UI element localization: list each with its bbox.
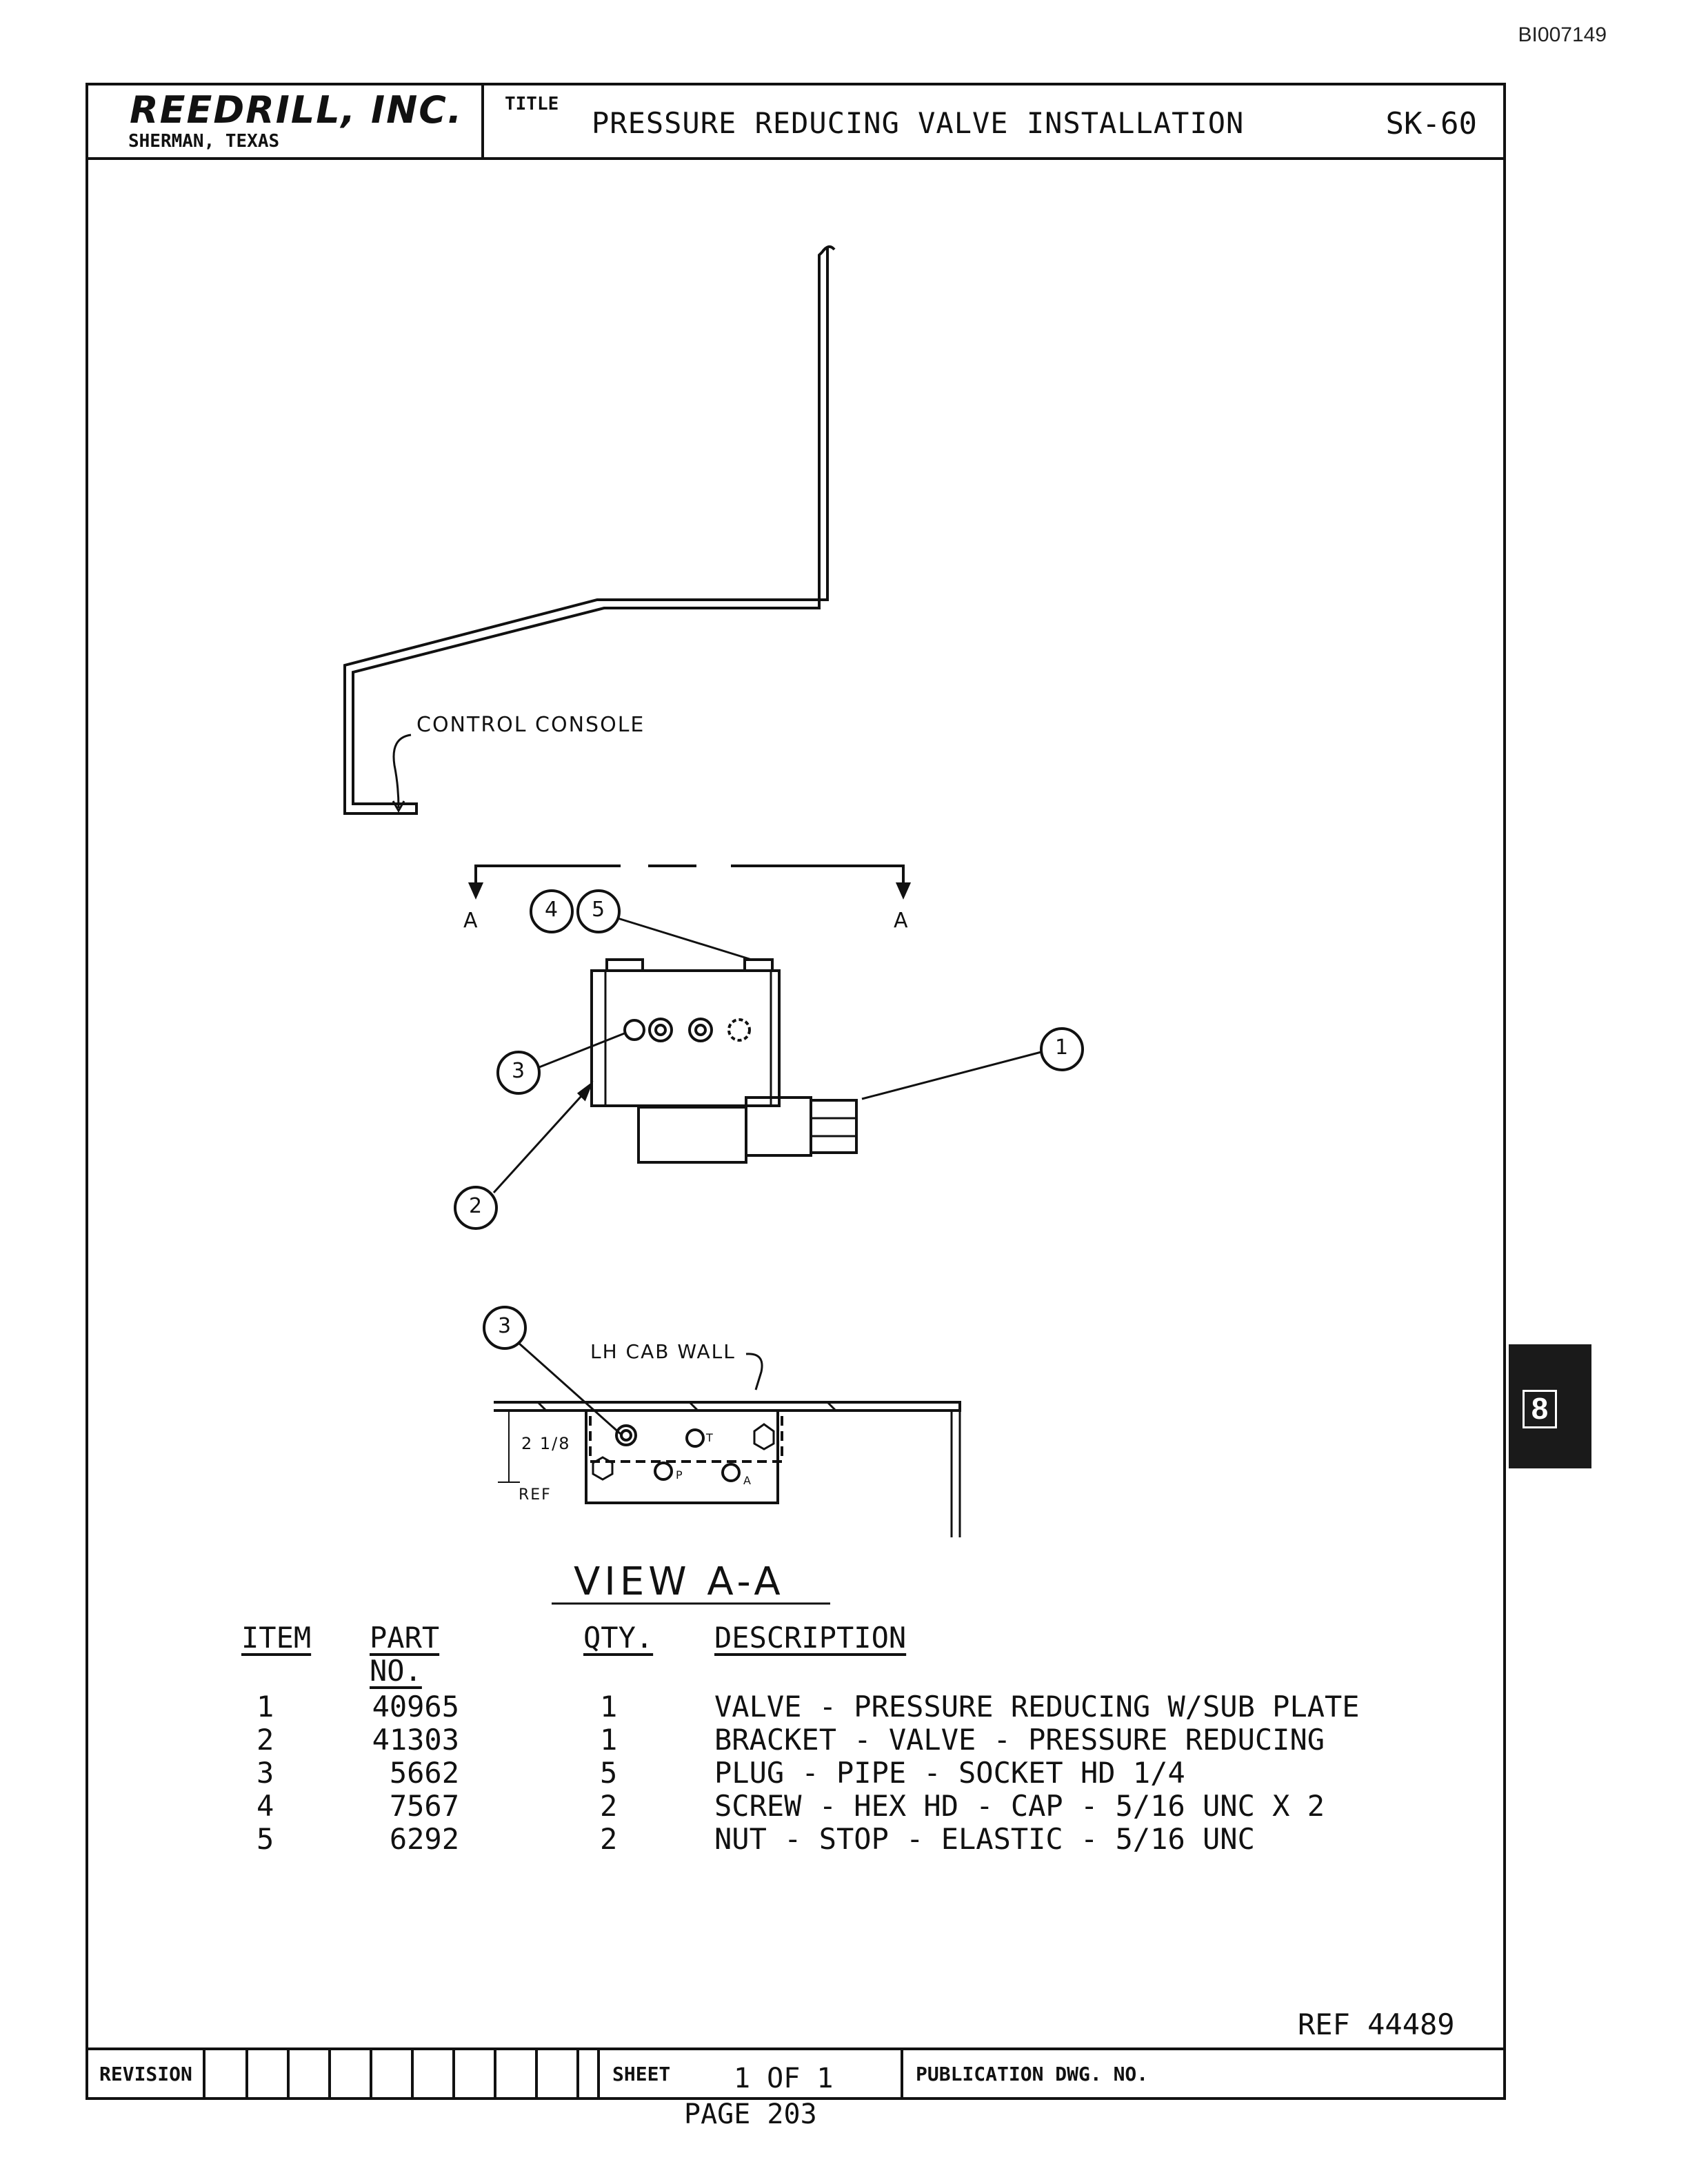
sheet-label: SHEET [612,2063,671,2085]
balloon-3-top: 3 [512,1059,527,1083]
cell-part-no: 5662 [389,1756,459,1790]
balloon-5: 5 [592,898,607,922]
balloon-5-circle [576,889,621,933]
cell-qty: 2 [600,1789,618,1823]
cell-description: PLUG - PIPE - SOCKET HD 1/4 [714,1756,1185,1790]
cell-part-no: 40965 [372,1690,459,1723]
cell-qty: 1 [600,1723,618,1757]
page-number: PAGE 203 [684,2099,817,2130]
cell-description: VALVE - PRESSURE REDUCING W/SUB PLATE [714,1690,1360,1723]
title-label: TITLE [505,94,559,114]
cell-item: 5 [257,1822,274,1856]
section-tab-number: 8 [1523,1390,1557,1428]
control-console-outline [343,245,836,815]
revision-grid [203,2050,903,2100]
title-divider [481,85,484,157]
header-item: ITEM [241,1621,312,1655]
leader-4-5 [617,917,752,961]
company-location: SHERMAN, TEXAS [128,131,280,152]
drawing-title: PRESSURE REDUCING VALVE INSTALLATION [592,106,1245,140]
cab-wall-label: LH CAB WALL [590,1340,736,1363]
balloon-3-view-circle [483,1306,527,1350]
publication-label: PUBLICATION DWG. NO. [916,2063,1149,2085]
dimension-ref: REF [519,1486,552,1504]
section-label-right: A [894,909,910,933]
leader-2 [492,1088,589,1194]
drawing-frame [86,83,1506,2100]
section-line-a-a [474,865,905,889]
document-id: BI007149 [1518,23,1607,46]
header-part-no: PART NO. [370,1621,440,1688]
cell-description: NUT - STOP - ELASTIC - 5/16 UNC [714,1822,1255,1856]
cell-description: SCREW - HEX HD - CAP - 5/16 UNC X 2 [714,1789,1325,1823]
cab-wall-leader [745,1353,763,1391]
sheet-value: 1 OF 1 [734,2063,834,2094]
reference-number: REF 44489 [1298,2008,1455,2041]
leader-3-top [539,1031,627,1069]
cell-item: 1 [257,1690,274,1723]
cell-item: 3 [257,1756,274,1790]
balloon-1-circle [1040,1027,1084,1071]
cell-qty: 5 [600,1756,618,1790]
bracket-plate [590,969,781,1107]
leader-1 [861,1051,1042,1100]
port-p-label: P [676,1468,684,1482]
drawing-number: SK-60 [1385,106,1477,141]
balloon-1: 1 [1055,1035,1070,1060]
balloon-3-view: 3 [498,1314,513,1338]
section-tab: 8 [1509,1344,1591,1468]
console-leader [392,734,412,809]
section-label-left: A [463,909,479,933]
balloon-4-circle [530,889,574,933]
company-name: REEDRILL, INC. [130,88,463,132]
dimension-value: 2 1/8 [521,1434,571,1453]
port-t-label: T [706,1431,714,1444]
cell-part-no: 41303 [372,1723,459,1757]
cell-description: BRACKET - VALVE - PRESSURE REDUCING [714,1723,1325,1757]
cell-part-no: 7567 [389,1789,459,1823]
revision-label: REVISION [99,2063,192,2085]
cell-qty: 2 [600,1822,618,1856]
cell-item: 4 [257,1789,274,1823]
port-a-label: A [743,1474,752,1487]
balloon-3-top-circle [496,1051,541,1095]
revision-strip: REVISION SHEET 1 OF 1 PUBLICATION DWG. N… [88,2048,1503,2100]
subplate-view [585,1409,779,1504]
balloon-4: 4 [545,898,560,922]
cell-part-no: 6292 [389,1822,459,1856]
balloon-2: 2 [469,1194,484,1218]
header-qty: QTY. [583,1621,654,1655]
control-console-label: CONTROL CONSOLE [416,713,645,737]
cell-item: 2 [257,1723,274,1757]
title-block: REEDRILL, INC. SHERMAN, TEXAS TITLE PRES… [88,85,1503,160]
solenoid-body [637,1106,747,1164]
header-description: DESCRIPTION [714,1621,907,1655]
balloon-2-circle [454,1186,498,1230]
cell-qty: 1 [600,1690,618,1723]
leader-3-view [518,1342,621,1435]
view-label: VIEW A-A [574,1559,785,1604]
